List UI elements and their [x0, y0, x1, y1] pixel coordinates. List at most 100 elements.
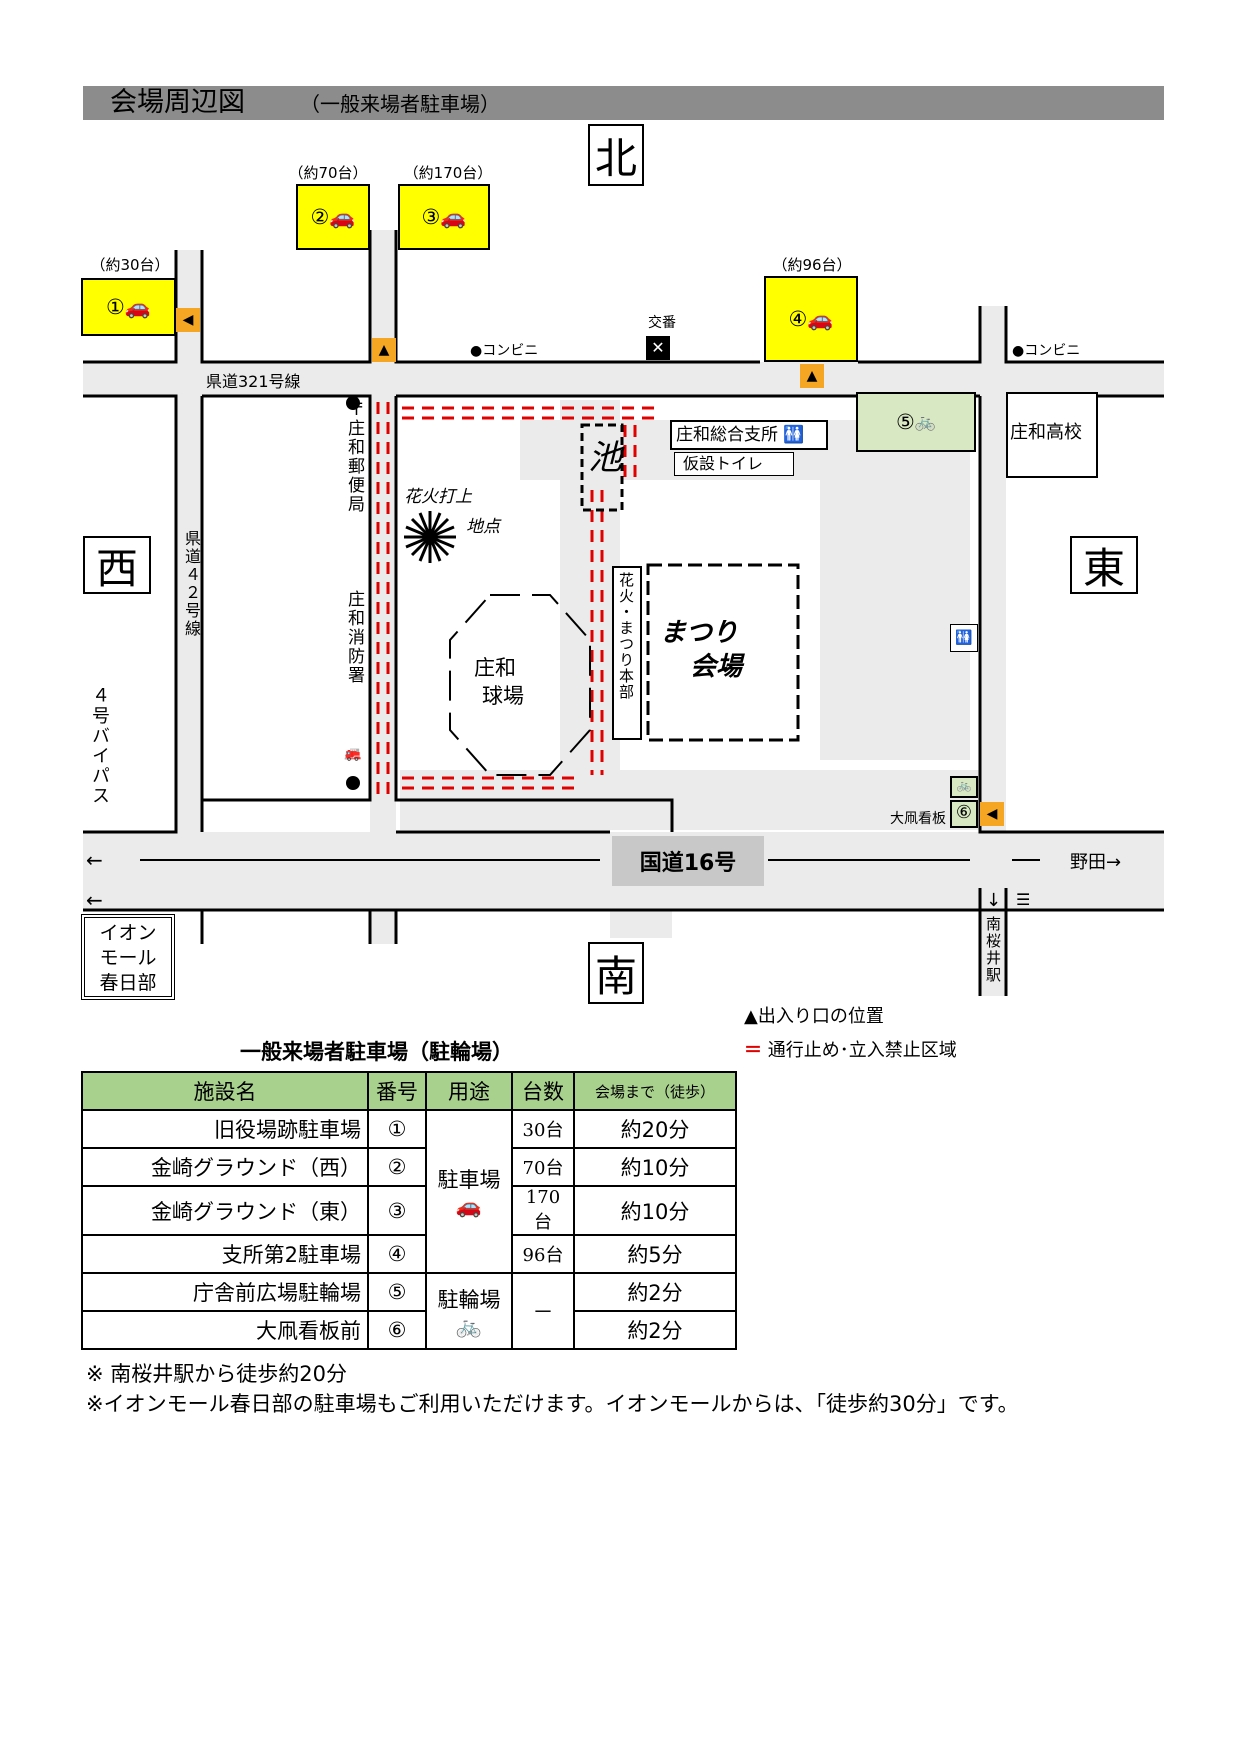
table-row: 金崎グラウンド（東） ③ 170台 約10分 [81, 1185, 737, 1236]
row-number: ⑥ [367, 1310, 427, 1350]
noda-label: 野田→ [1070, 852, 1122, 873]
konbini-1: ●コンビニ [470, 343, 539, 359]
table-row: 庁舎前広場駐輪場 ⑤ 駐輪場🚲 － 約2分 [81, 1272, 737, 1350]
row-number: ① [367, 1109, 427, 1149]
stadium-label-1: 庄和 [474, 656, 516, 680]
east-label: 東 [1070, 536, 1138, 594]
venue-label-2: 会場 [690, 652, 743, 682]
lot-3[interactable]: ③🚗 [398, 184, 490, 250]
lot-4[interactable]: ④🚗 [764, 276, 858, 362]
toilet-icon: 🚻 [783, 425, 805, 445]
hq-label: 花火・まつり本部 [617, 572, 635, 700]
row-number: ⑤ [367, 1272, 427, 1312]
minami-sakurai-label: 南桜井駅 [984, 916, 1002, 984]
row-time: 約2分 [573, 1310, 737, 1350]
row-count: 70台 [511, 1147, 575, 1187]
lot-4-capacity: （約96台） [772, 256, 852, 274]
lot-5-number: ⑤ [896, 410, 915, 434]
fireworks-label-2: 地点 [466, 517, 500, 537]
road-321-label: 県道321号線 [206, 372, 301, 391]
fire-station-label: 庄和消防署 [344, 590, 364, 685]
row-time: 約20分 [573, 1109, 737, 1149]
row-name: 庁舎前広場駐輪場 [81, 1272, 369, 1312]
row-time: 約10分 [573, 1147, 737, 1187]
venue-label-1: まつり [660, 618, 739, 648]
header-use: 用途 [425, 1071, 513, 1111]
row-time: 約2分 [573, 1272, 737, 1312]
table-row: 支所第2駐車場 ④ 96台 約5分 [81, 1234, 737, 1274]
car-icon: 🚗 [440, 204, 467, 229]
branch-office-text: 庄和総合支所 [676, 425, 778, 445]
national-16-label: 国道16号 [612, 836, 764, 886]
entrance-6-marker: ◀ [980, 802, 1004, 826]
lot-5[interactable]: ⑤🚲 [856, 392, 976, 452]
lot-6[interactable]: ⑥ [950, 800, 978, 828]
lot-1-capacity: （約30台） [90, 256, 170, 274]
table-row: 旧役場跡駐車場 ① 駐車場🚗 30台 約20分 [81, 1109, 737, 1274]
stadium-label-2: 球場 [482, 684, 524, 708]
car-icon: 🚗 [455, 1194, 483, 1218]
row-name: 金崎グラウンド（東） [81, 1185, 369, 1236]
row-count: 30台 [511, 1109, 575, 1149]
lot-2[interactable]: ②🚗 [296, 184, 370, 250]
legend-entrance: ▲出入り口の位置 [744, 1006, 884, 1027]
high-school-text: 庄和高校 [1010, 422, 1082, 443]
national-16-text: 国道16号 [639, 851, 737, 876]
aeon-label: イオン モール 春日部 [81, 914, 175, 1000]
header-facility: 施設名 [81, 1071, 369, 1111]
temp-toilet-text: 仮設トイレ [683, 454, 764, 473]
dot-marker [346, 396, 360, 410]
bus-stop-icon: ☰ [1016, 890, 1031, 909]
west-arrow-1: ← [86, 848, 103, 872]
koban-label: 交番 [648, 315, 676, 331]
page-title: 会場周辺図 [110, 87, 245, 118]
row-number: ② [367, 1147, 427, 1187]
lot-4-number: ④ [788, 307, 808, 331]
pond-label: 池 [588, 438, 622, 478]
row-name: 支所第2駐車場 [81, 1234, 369, 1274]
entrance-2-marker: ▲ [372, 338, 396, 362]
koban-icon: ✕ [646, 336, 670, 360]
lot-2-number: ② [310, 205, 330, 229]
fire-truck-icon: 🚒 [344, 746, 362, 762]
car-icon: 🚗 [807, 306, 834, 331]
header-number: 番号 [367, 1071, 427, 1111]
north-label: 北 [588, 124, 644, 186]
row-time: 約10分 [573, 1185, 737, 1236]
road-42 [176, 250, 202, 832]
row-name: 金崎グラウンド（西） [81, 1147, 369, 1187]
lot-6-bike: 🚲 [950, 776, 978, 798]
toilet-icon: 🚻 [950, 624, 978, 652]
minami-arrow: ↓ [986, 890, 1002, 911]
bike-count: － [511, 1272, 575, 1350]
note-1: ※ 南桜井駅から徒歩約20分 [86, 1362, 347, 1386]
entrance-4-marker: ▲ [800, 364, 824, 388]
use-bike: 駐輪場🚲 [425, 1272, 513, 1350]
car-icon: 🚗 [329, 204, 356, 229]
row-count: 96台 [511, 1234, 575, 1274]
lot-1[interactable]: ①🚗 [81, 278, 176, 336]
legend-closed-text: 通行止め･立入禁止区域 [767, 1040, 957, 1061]
header-count: 台数 [511, 1071, 575, 1111]
post-office-label: 〒庄和郵便局 [344, 400, 364, 514]
aeon-line-1: イオン [99, 922, 157, 944]
row-count: 170台 [511, 1185, 575, 1236]
road-south2 [610, 888, 672, 938]
fireworks-label: 花火打上 [404, 487, 472, 507]
west-arrow-2: ← [86, 888, 103, 912]
use-bike-text: 駐輪場 [437, 1287, 501, 1312]
row-number: ③ [367, 1185, 427, 1236]
road-east [980, 306, 1006, 996]
use-parking-text: 駐車場 [437, 1168, 501, 1192]
park-path2 [820, 420, 970, 760]
lot-3-number: ③ [421, 205, 441, 229]
legend-closed: ＝ 通行止め･立入禁止区域 [744, 1036, 957, 1062]
row-name: 旧役場跡駐車場 [81, 1109, 369, 1149]
table-row: 大凧看板前 ⑥ 約2分 [81, 1310, 737, 1350]
high-school-label: 庄和高校 [1006, 392, 1098, 478]
aeon-line-2: モール [99, 947, 157, 969]
road-42-label: 県道４２号線 [182, 530, 201, 638]
row-time: 約5分 [573, 1234, 737, 1274]
bicycle-icon: 🚲 [455, 1313, 483, 1338]
